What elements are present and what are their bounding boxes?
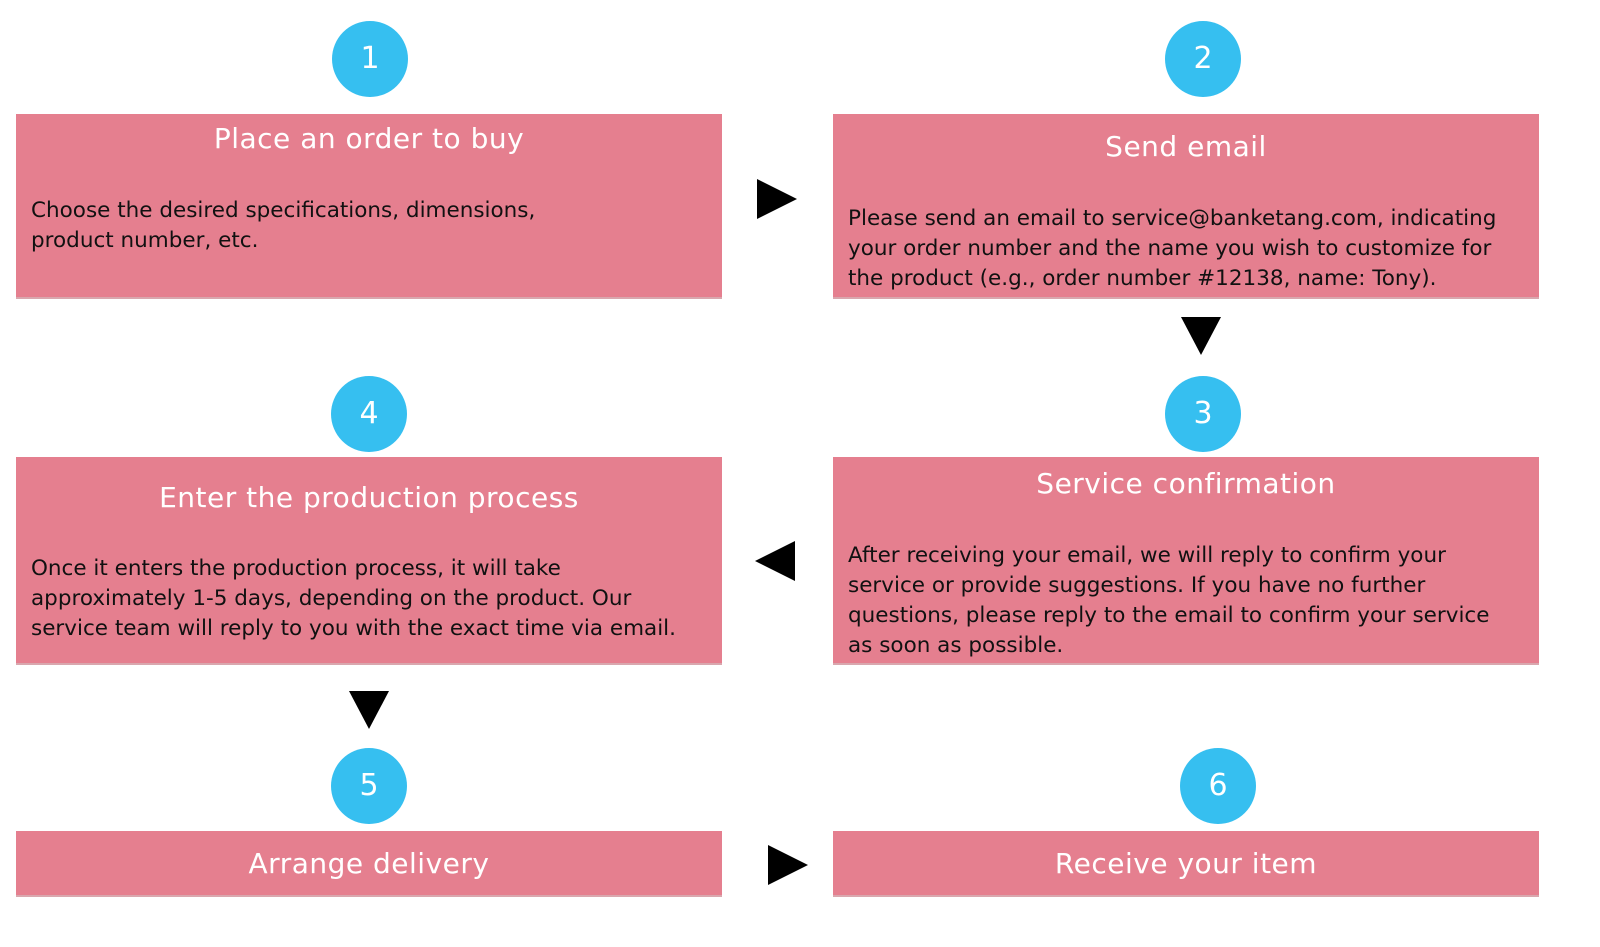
step-4-description: Once it enters the production process, i… — [31, 556, 676, 641]
step-3-box: Service confirmation After receiving you… — [833, 457, 1539, 665]
step-1-title: Place an order to buy — [213, 122, 525, 155]
step-3-title: Service confirmation — [1036, 467, 1336, 500]
step-3-badge: 3 — [1165, 376, 1241, 452]
step-6-title: Receive your item — [1054, 847, 1318, 880]
step-2-badge: 2 — [1165, 21, 1241, 97]
step-1-description: Choose the desired specifications, dimen… — [31, 198, 536, 253]
step-6-box: Receive your item — [833, 831, 1539, 897]
step-5-badge: 5 — [331, 748, 407, 824]
step-1-badge: 1 — [332, 21, 408, 97]
step-3-description: After receiving your email, we will repl… — [848, 543, 1490, 658]
step-1-box: Place an order to buy Choose the desired… — [16, 114, 722, 299]
step-4-box: Enter the production process Once it ent… — [16, 457, 722, 665]
arrow-left-icon — [755, 541, 795, 581]
arrow-right-icon — [757, 179, 797, 219]
step-2-box: Send email Please send an email to servi… — [833, 114, 1539, 299]
step-2-description: Please send an email to service@banketan… — [848, 206, 1497, 291]
arrow-right-icon — [768, 845, 808, 885]
step-4-badge: 4 — [331, 376, 407, 452]
step-2-title: Send email — [1105, 130, 1267, 163]
step-5-title: Arrange delivery — [248, 847, 490, 880]
step-4-title: Enter the production process — [159, 481, 579, 514]
step-6-badge: 6 — [1180, 748, 1256, 824]
arrow-down-icon — [349, 691, 389, 729]
step-5-box: Arrange delivery — [16, 831, 722, 897]
arrow-down-icon — [1181, 317, 1221, 355]
